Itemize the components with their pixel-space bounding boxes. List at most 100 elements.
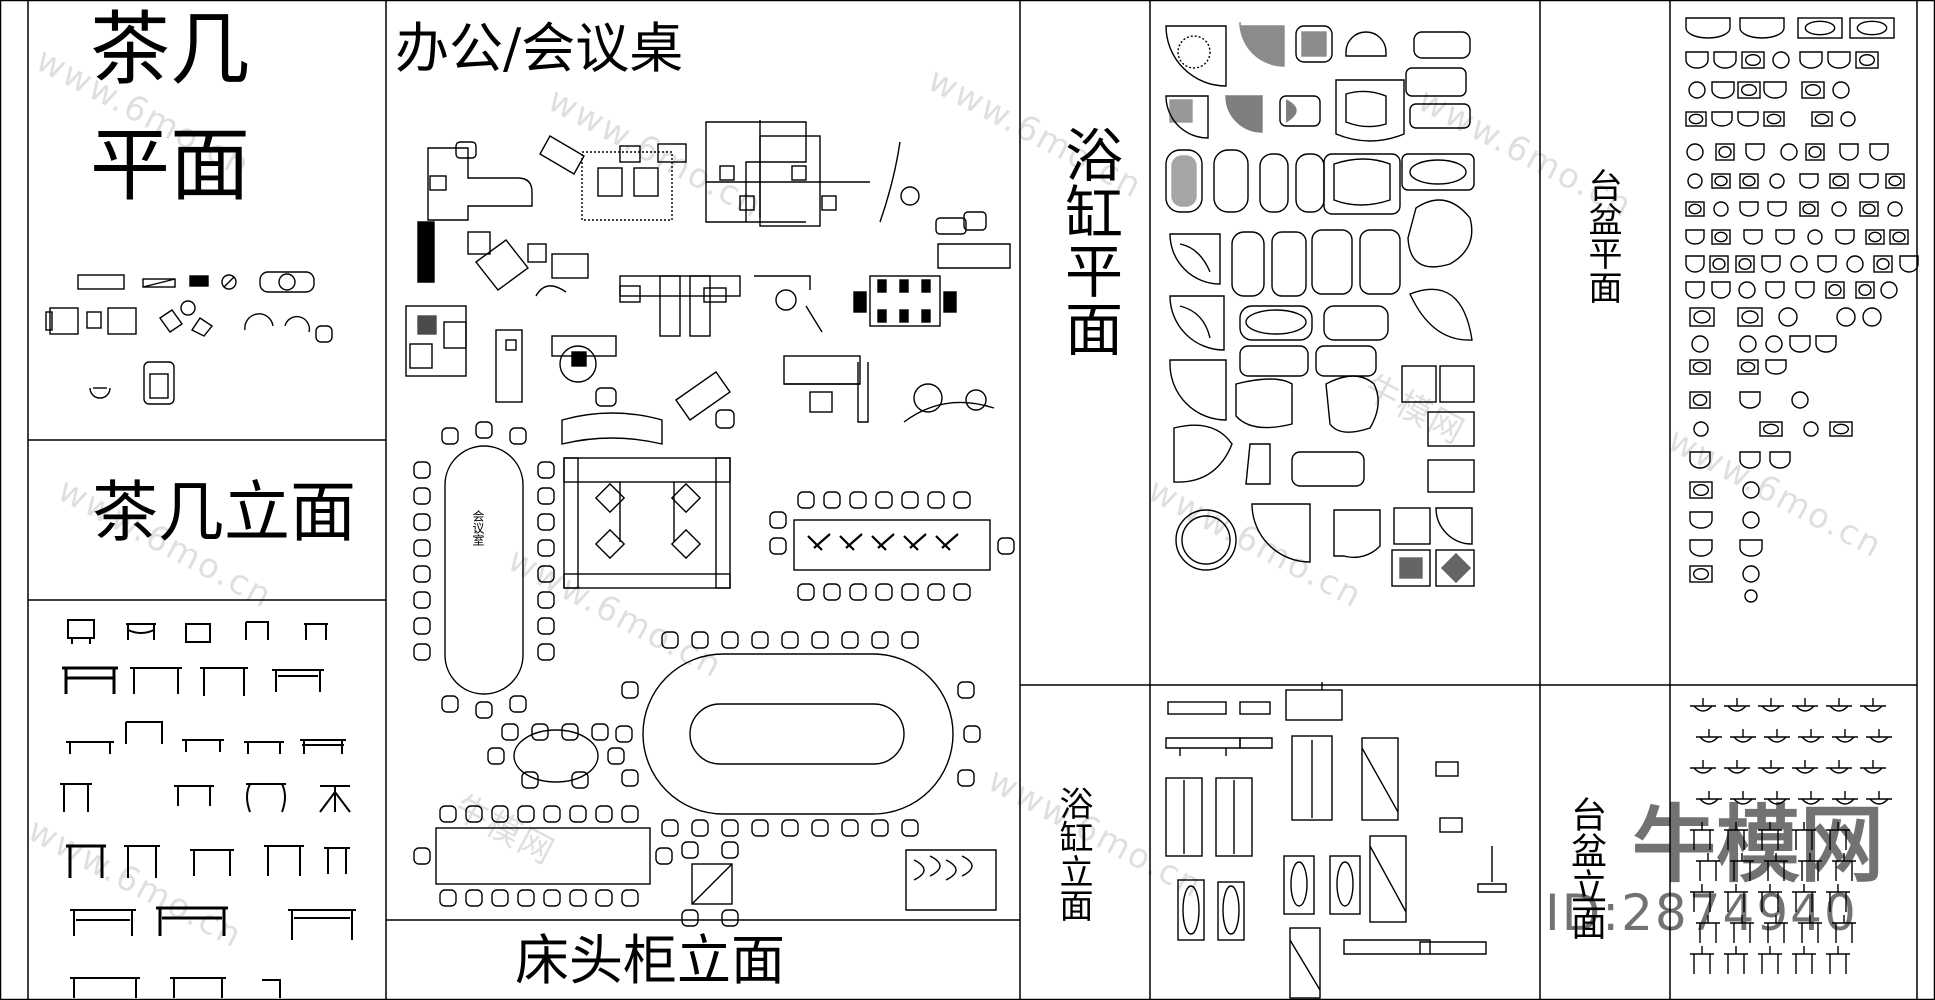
- chair-symbol: [875, 583, 893, 601]
- basin-elevation-symbol: [1764, 791, 1790, 805]
- chair-symbol: [439, 805, 457, 823]
- chair-symbol: [537, 539, 555, 557]
- basin-symbol: [1689, 481, 1713, 499]
- chair-symbol: [811, 819, 829, 837]
- basin-symbol: [1763, 111, 1785, 127]
- chair-symbol: [691, 819, 709, 837]
- basin-bowl: [1740, 361, 1756, 373]
- basin-symbol: [1811, 111, 1833, 127]
- chair-symbol: [849, 491, 867, 509]
- chair-symbol: [413, 487, 431, 505]
- bathtub-elevation-symbols: [1165, 682, 1507, 999]
- basin-symbol: [1761, 255, 1781, 273]
- basin-elevation-symbol: [1724, 884, 1748, 912]
- brand-logo-text: 牛模网: [1632, 796, 1885, 894]
- chair-symbol: [721, 819, 739, 837]
- basin-symbol: [1685, 17, 1731, 39]
- chair-symbol: [517, 805, 535, 823]
- chair-symbol: [901, 583, 919, 601]
- basin-elevation-symbol: [1860, 698, 1886, 712]
- chair-symbol: [413, 539, 431, 557]
- chair-symbol: [681, 841, 699, 859]
- basin-symbol: [1739, 335, 1757, 353]
- basin-symbol: [1735, 255, 1755, 273]
- basin-symbol: [1739, 17, 1785, 39]
- chair-symbol: [901, 819, 919, 837]
- basin-elevation-symbol: [1696, 791, 1722, 805]
- chair-symbol: [475, 421, 493, 439]
- basin-plan-title: 台盆平面: [1582, 168, 1622, 304]
- basin-symbol: [1713, 201, 1729, 217]
- basin-bowl: [1688, 113, 1704, 125]
- basin-symbol: [1775, 229, 1795, 245]
- basin-elevation-symbol: [1730, 915, 1754, 943]
- basin-elevation-symbol: [1690, 884, 1714, 912]
- basin-symbol: [1737, 307, 1763, 327]
- chair-symbol: [721, 909, 739, 927]
- chair-symbol: [621, 681, 639, 699]
- basin-bowl: [1692, 361, 1708, 373]
- chair-symbol: [621, 889, 639, 907]
- basin-elevation-symbol: [1798, 915, 1822, 943]
- basin-elevation-symbol: [1792, 884, 1816, 912]
- basin-symbol: [1687, 173, 1703, 189]
- basin-symbol: [1765, 359, 1787, 375]
- office-table-title: 办公/会议桌: [395, 17, 684, 80]
- chair-symbol: [797, 491, 815, 509]
- basin-symbol: [1839, 143, 1859, 161]
- basin-symbol: [1689, 565, 1713, 583]
- basin-symbol: [1739, 539, 1763, 557]
- basin-elevation-symbol: [1696, 915, 1720, 943]
- chair-symbol: [543, 805, 561, 823]
- basin-symbol: [1689, 451, 1711, 469]
- basin-symbol: [1880, 281, 1898, 299]
- basin-symbol: [1859, 201, 1879, 217]
- basin-symbol: [1685, 51, 1709, 69]
- chair-symbol: [531, 723, 549, 741]
- basin-bowl: [1892, 231, 1906, 243]
- basin-bowl: [1762, 423, 1780, 435]
- basin-symbol: [1765, 335, 1783, 353]
- chair-symbol: [413, 617, 431, 635]
- chair-symbol: [781, 631, 799, 649]
- basin-symbol: [1831, 201, 1847, 217]
- basin-elevation-symbol: [1724, 698, 1750, 712]
- basin-symbol: [1709, 255, 1729, 273]
- tea-table-plan-title-line2: 平面: [90, 119, 250, 212]
- basin-symbol: [1745, 143, 1765, 161]
- chair-symbol: [607, 747, 625, 765]
- chair-symbol: [681, 909, 699, 927]
- chair-symbol: [901, 491, 919, 509]
- basin-elevation-symbol: [1724, 946, 1748, 974]
- chair-symbol: [751, 819, 769, 837]
- basin-symbol: [1835, 229, 1855, 245]
- basin-symbol: [1737, 359, 1759, 375]
- basin-symbol: [1689, 511, 1713, 529]
- basin-elevation-symbol: [1866, 729, 1892, 743]
- basin-symbol: [1805, 143, 1825, 161]
- basin-symbol: [1737, 81, 1761, 99]
- chair-symbol: [841, 631, 859, 649]
- basin-bowl: [1876, 257, 1890, 271]
- basin-bowl: [1692, 567, 1710, 581]
- basin-symbol: [1780, 143, 1798, 161]
- chair-symbol: [487, 747, 505, 765]
- basin-elevation-symbol: [1690, 760, 1716, 774]
- chair-symbol: [441, 427, 459, 445]
- chair-symbol: [571, 771, 589, 789]
- basin-symbol: [1840, 111, 1856, 127]
- basin-elevation-symbol: [1764, 915, 1788, 943]
- chair-symbol: [465, 805, 483, 823]
- basin-symbol: [1711, 81, 1735, 99]
- chair-symbol: [811, 631, 829, 649]
- basin-symbol: [1885, 173, 1905, 189]
- tea-table-elevation-title: 茶几立面: [92, 474, 356, 551]
- basin-symbol: [1769, 451, 1791, 469]
- chair-symbol: [655, 847, 673, 865]
- basin-elevation-symbol: [1826, 698, 1852, 712]
- chair-symbol: [661, 819, 679, 837]
- chair-symbol: [439, 889, 457, 907]
- chair-symbol: [953, 583, 971, 601]
- chair-symbol: [871, 819, 889, 837]
